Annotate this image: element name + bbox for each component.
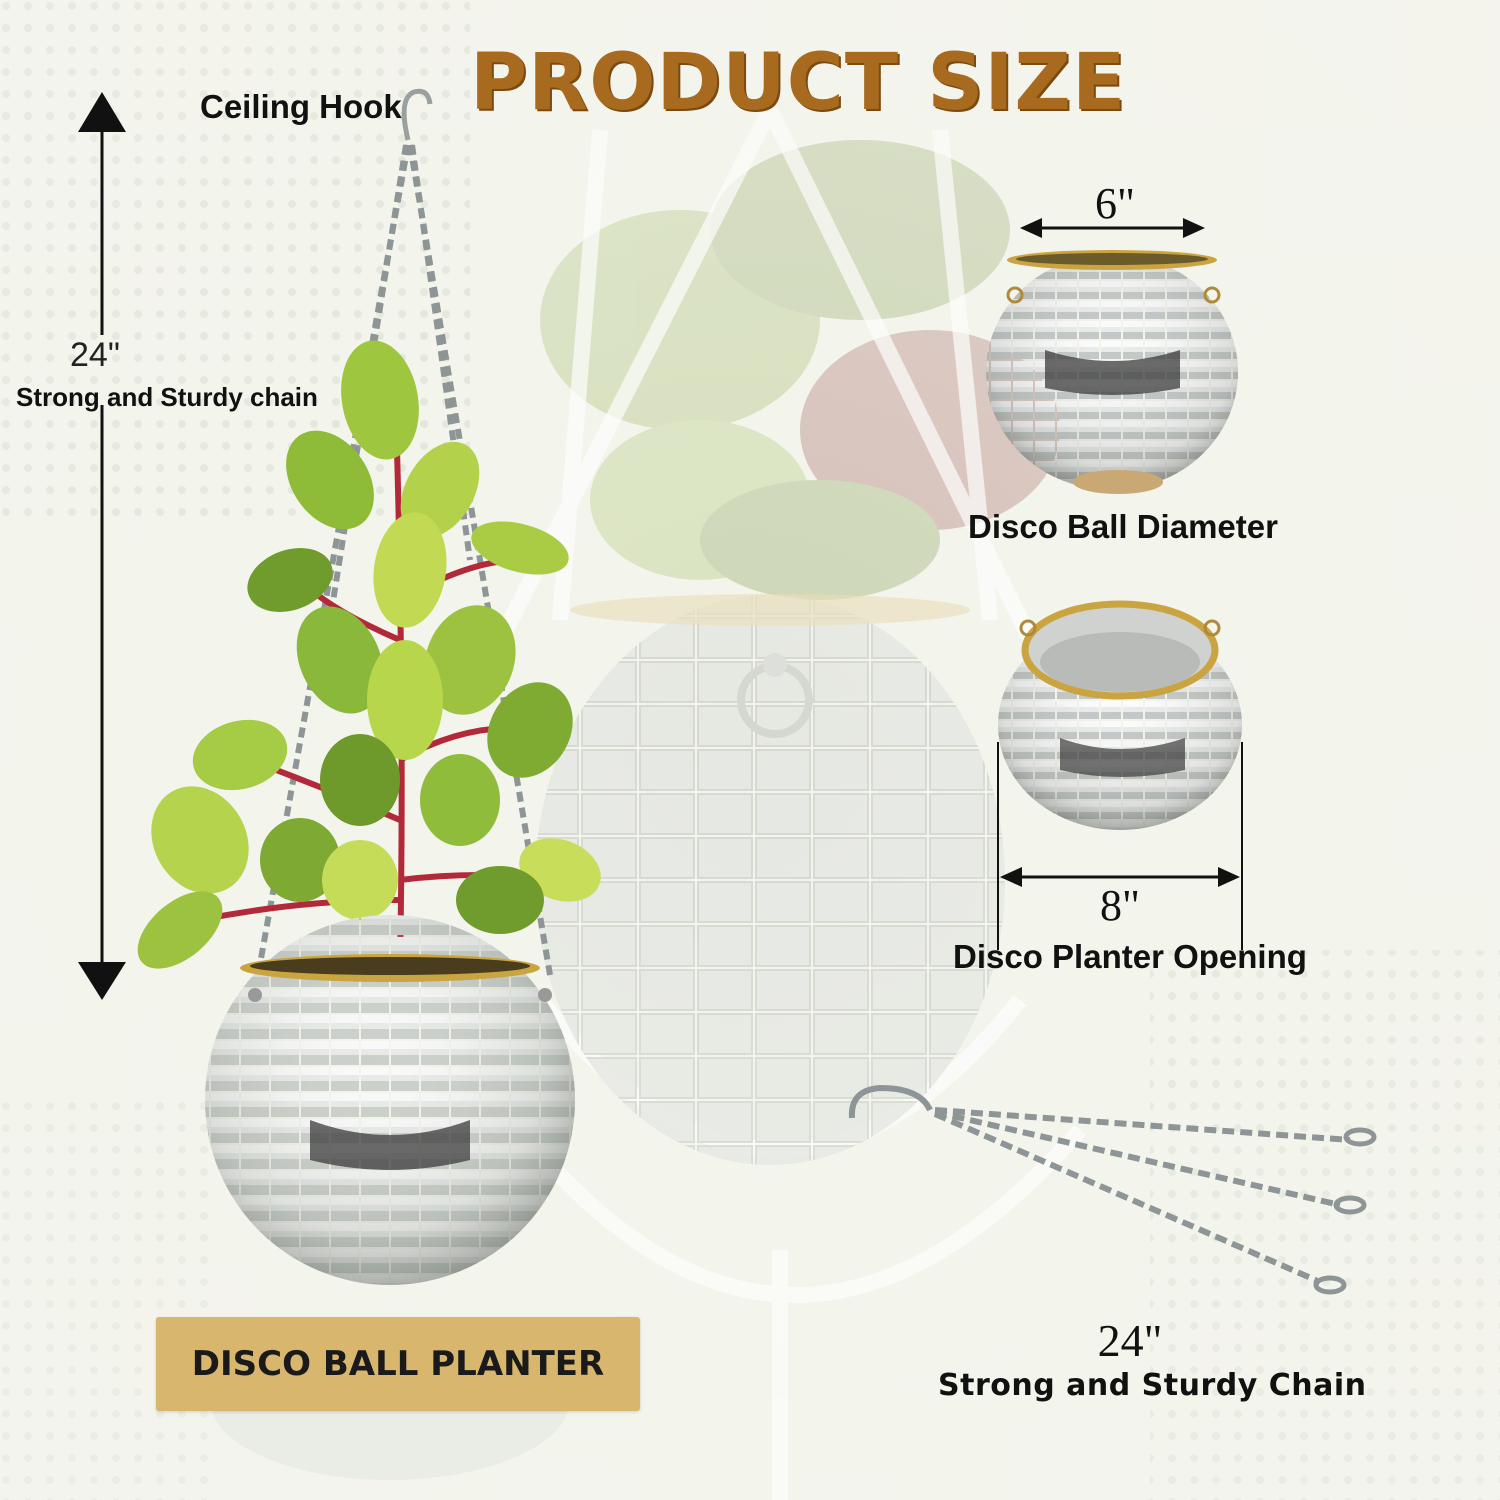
height-value: 24": [70, 336, 120, 374]
opening-arrow: [997, 742, 1243, 950]
chain-label: Strong and Sturdy chain: [16, 382, 318, 412]
product-name-text: DISCO BALL PLANTER: [191, 1344, 605, 1384]
disco-planter-opening-illustration: [998, 600, 1242, 830]
page-title: PRODUCT SIZE: [470, 38, 1127, 128]
chain-set-illustration: [848, 1084, 1377, 1295]
disco-ball-pot: [205, 915, 575, 1285]
opening-label: Disco Planter Opening: [953, 938, 1307, 975]
disco-ball-diameter-illustration: [986, 250, 1238, 494]
opening-value: 8": [1100, 881, 1140, 930]
diameter-label: Disco Ball Diameter: [968, 508, 1278, 545]
chain-length-label: Strong and Sturdy Chain: [938, 1368, 1367, 1403]
plant-leaves: [137, 340, 601, 969]
ceiling-hook-label: Ceiling Hook: [200, 88, 402, 125]
diameter-arrow: [1020, 218, 1205, 238]
chain-length-value: 24": [1097, 1315, 1163, 1366]
product-name-badge: DISCO BALL PLANTER: [156, 1317, 640, 1411]
ceiling-hook-icon: [401, 88, 433, 141]
diameter-value: 6": [1095, 179, 1135, 228]
